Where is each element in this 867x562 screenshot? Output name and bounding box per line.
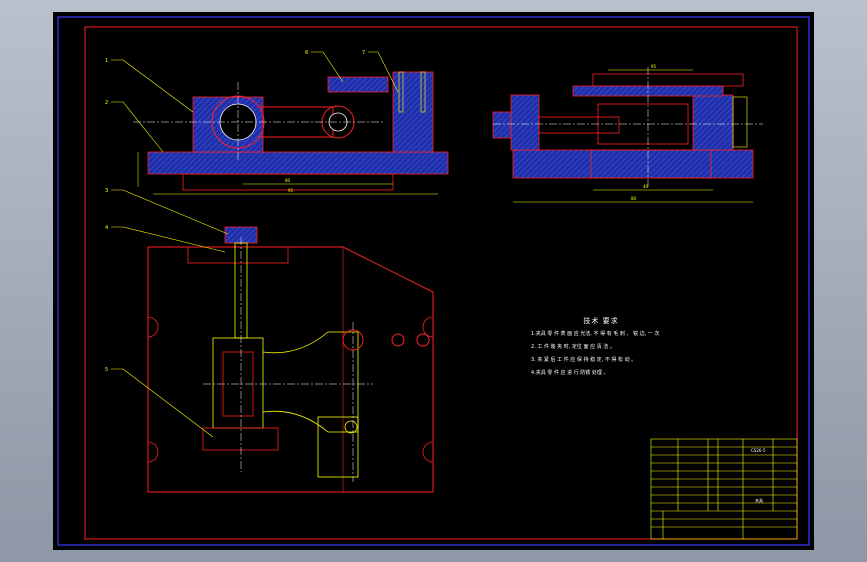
top-view <box>147 226 434 493</box>
cad-drawing: CS26-5 夹具 1 2 3 4 5 6 7 80 95 40 80 95 <box>57 16 810 546</box>
requirement-line: 3. 夹 紧 后 工 件 应 保 持 稳 定, 不 得 松 动 。 <box>531 357 637 363</box>
cad-viewport[interactable]: CS26-5 夹具 1 2 3 4 5 6 7 80 95 40 80 95 技术 要求 1.夹具 零… <box>53 12 814 550</box>
title-block-label: 夹具 <box>755 497 763 503</box>
leader-number: 6 <box>305 50 308 56</box>
leader-number: 7 <box>362 50 365 56</box>
dimension-label: 95 <box>651 64 657 69</box>
outer-frame <box>57 16 810 546</box>
leader-number: 4 <box>105 225 108 231</box>
drawing-id: CS26-5 <box>751 448 766 453</box>
technical-requirements-title: 技术 要求 <box>583 317 619 325</box>
leader-number: 2 <box>105 100 108 106</box>
leader-number: 3 <box>105 188 108 194</box>
dimension-label: 80 <box>285 178 291 183</box>
dimension-label: 80 <box>631 196 637 201</box>
inner-frame <box>84 26 798 540</box>
requirement-line: 2. 工 件 装 夹 时, 定位 面 应 清 洁 。 <box>531 344 615 350</box>
leader-number: 1 <box>105 58 108 64</box>
dimension-label: 40 <box>643 184 649 189</box>
front-view <box>133 71 449 195</box>
requirement-line: 4.夹具 零 件 应 进 行 防锈 处理 。 <box>531 370 609 376</box>
dimension-label: 95 <box>288 188 294 193</box>
technical-requirements: 技术 要求 1.夹具 零 件 表 面 应 光洁, 不 得 有 毛 刺 、 锐 边… <box>531 318 671 383</box>
leader-number: 5 <box>105 367 108 373</box>
requirement-line: 1.夹具 零 件 表 面 应 光洁, 不 得 有 毛 刺 、 锐 边, 一 次 <box>531 331 660 337</box>
title-block <box>650 438 798 540</box>
side-view <box>492 67 763 203</box>
leader-lines <box>111 51 399 438</box>
